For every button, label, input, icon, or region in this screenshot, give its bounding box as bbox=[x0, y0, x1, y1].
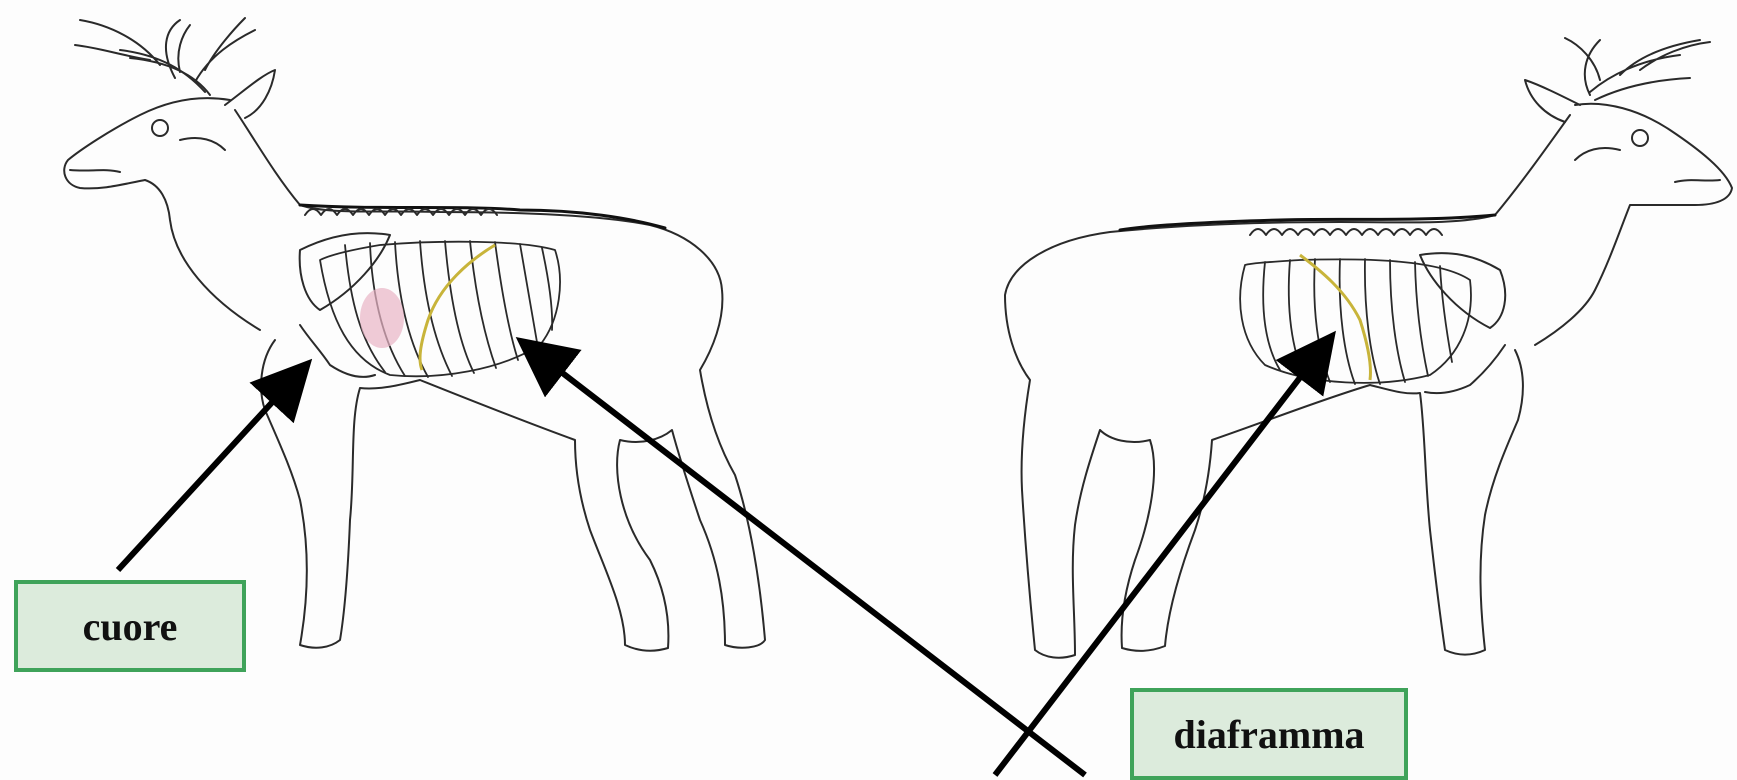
label-cuore: cuore bbox=[14, 580, 246, 672]
label-diaframma: diaframma bbox=[1130, 688, 1408, 780]
left-deer-heart bbox=[360, 288, 404, 348]
